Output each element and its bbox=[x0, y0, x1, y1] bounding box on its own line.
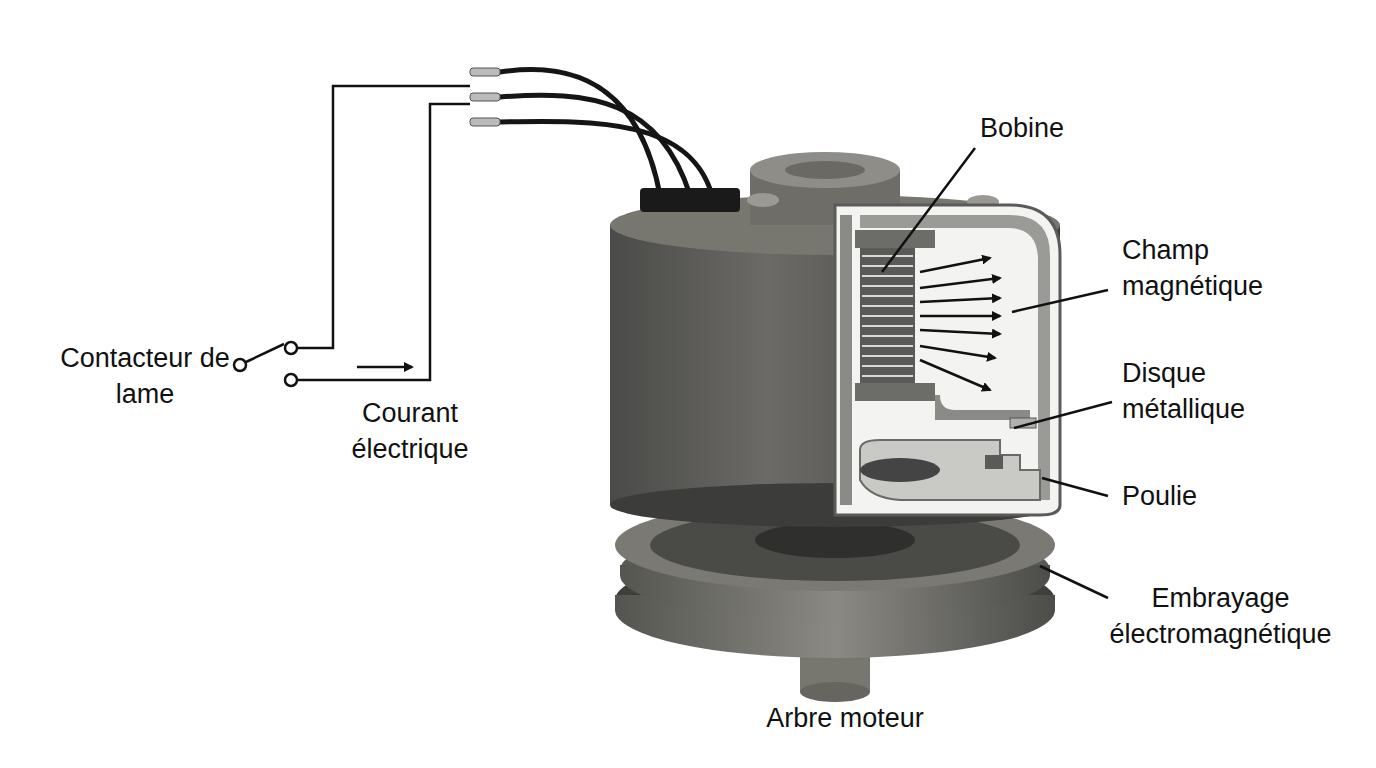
shaft-label: Arbre moteur bbox=[700, 700, 990, 736]
current-label: Courant électrique bbox=[320, 395, 500, 467]
switch-label: Contacteur de lame bbox=[30, 340, 260, 412]
leader-lines bbox=[882, 148, 1112, 598]
part-label: Disque métallique bbox=[1122, 355, 1312, 427]
part-label: Poulie bbox=[1122, 478, 1292, 514]
clutch-housing bbox=[610, 152, 1060, 527]
part-label: Embrayage électromagnétique bbox=[1078, 580, 1363, 652]
wire-terminals bbox=[470, 68, 500, 126]
magnetic-field-arrows bbox=[920, 258, 1000, 390]
part-label: Bobine bbox=[980, 110, 1150, 146]
circuit-wiring bbox=[234, 86, 470, 386]
pulley bbox=[615, 499, 1055, 702]
part-label: Champ magnétique bbox=[1122, 232, 1292, 304]
coil-wires bbox=[500, 70, 712, 195]
cutaway-section bbox=[835, 205, 1060, 515]
